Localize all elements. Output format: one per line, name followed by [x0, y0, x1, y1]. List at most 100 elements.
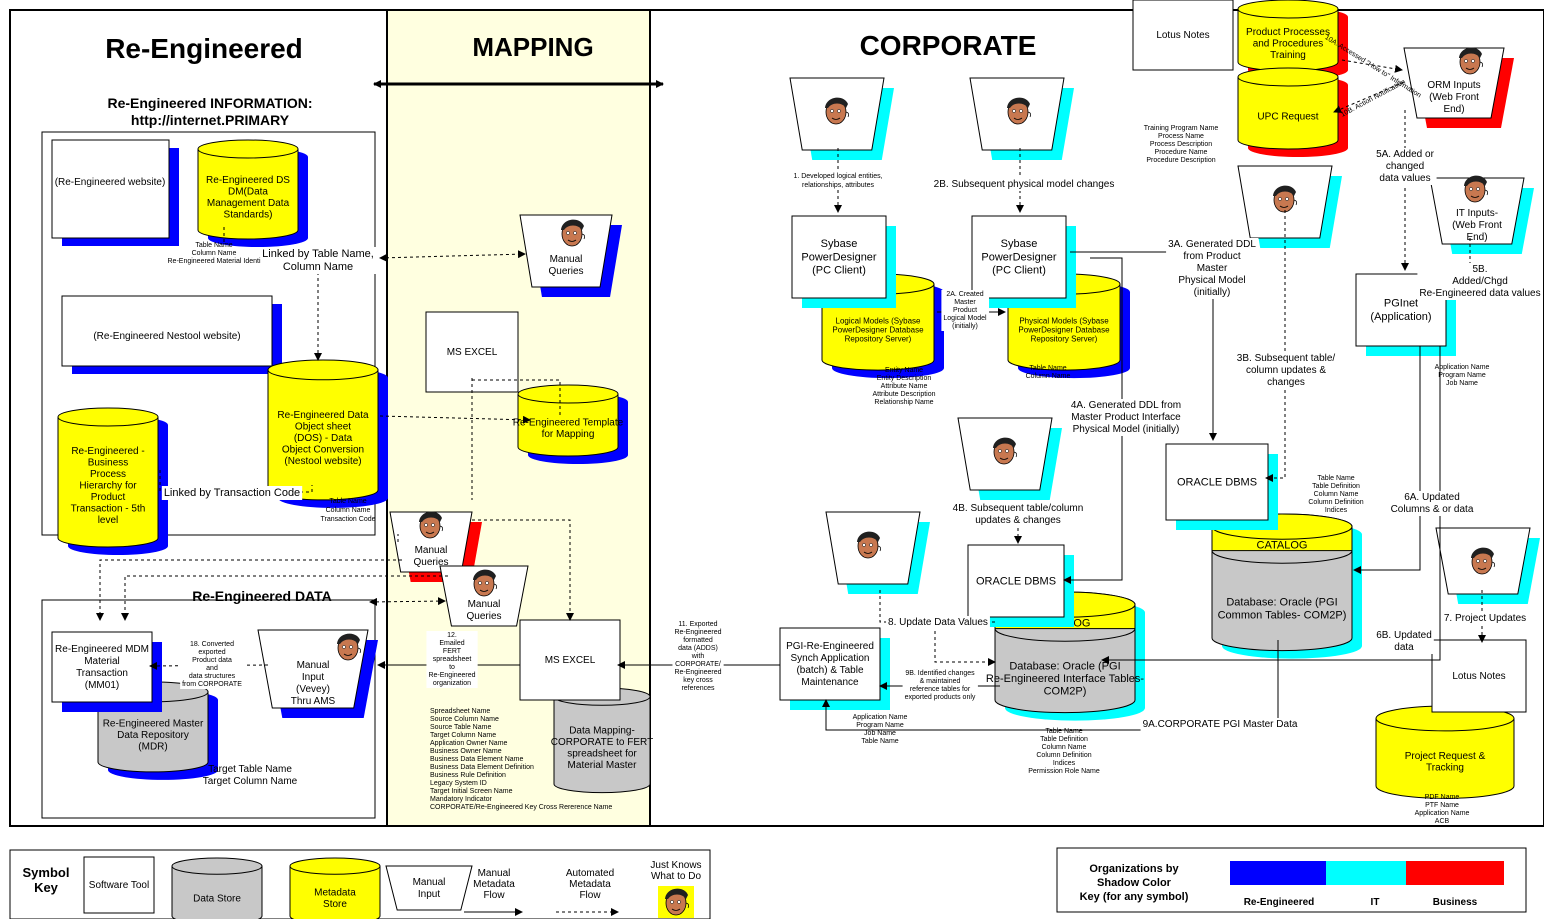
legend-org-swatch-0	[1230, 861, 1328, 885]
step2b-label: 2B. Subsequent physical model changes	[934, 179, 1115, 190]
flow-step6a	[1353, 346, 1421, 574]
step7-label: 7. Project Updates	[1444, 613, 1526, 624]
manual-input-step8[interactable]	[825, 511, 930, 594]
ms-excel-corporate-box-label: MS EXCEL	[545, 655, 596, 666]
lotus-notes-right-box[interactable]: Lotus Notes	[1431, 639, 1527, 713]
oracle-dbms-2-box[interactable]: ORACLE DBMS	[967, 544, 1074, 627]
manual-input-step3b[interactable]	[1237, 165, 1342, 248]
legend-org-swatch-2	[1406, 861, 1504, 885]
oracle-com2p-store-catalog: CATALOG	[1257, 540, 1308, 552]
website-box[interactable]	[51, 139, 170, 239]
step1-label: 1. Developed logical entities,relationsh…	[793, 173, 882, 189]
step4a-label-bg	[1068, 399, 1184, 436]
manual-input-step2b[interactable]	[969, 77, 1074, 160]
flow-step6b	[1101, 346, 1441, 664]
flow-step10a	[1341, 59, 1403, 73]
step1-label-bg	[791, 172, 885, 190]
legend-data-store[interactable]: Data Store	[171, 857, 263, 919]
step3a-label-bg	[1166, 238, 1259, 299]
lotus-notes-top-box[interactable]: Lotus Notes	[1132, 0, 1234, 71]
flow-queries-to-mdm	[96, 559, 402, 621]
oracle-dbms-1-box[interactable]: ORACLE DBMS	[1165, 443, 1278, 530]
panel-title-corporate: CORPORATE	[860, 30, 1037, 61]
ms-excel-corporate-box[interactable]: MS EXCEL	[519, 619, 621, 701]
flow-step8-arrow	[934, 625, 996, 666]
linked-transaction-label-bg	[161, 486, 303, 500]
legend-software-tool[interactable]: Software Tool	[83, 856, 155, 914]
step5b-label-bg	[1417, 263, 1543, 300]
project-request-store[interactable]: Project Request &Tracking	[1375, 705, 1515, 799]
lotus-notes-right-box-label: Lotus Notes	[1452, 671, 1505, 682]
legend-org-label-0: Re-Engineered	[1244, 897, 1315, 908]
manual-input-step4b[interactable]	[957, 417, 1062, 500]
ms-excel-mapping-box-label: MS EXCEL	[447, 347, 498, 358]
step7-label-bg	[1441, 612, 1529, 625]
nestool-website-box[interactable]	[61, 295, 273, 367]
oracle-dbms-2-box-label: ORACLE DBMS	[976, 575, 1056, 587]
step8-label-bg	[886, 616, 990, 629]
flow-vevey-to-mdm	[149, 661, 269, 670]
flow-step10b	[1333, 81, 1405, 113]
step9b-label-bg	[902, 669, 978, 702]
step8-label: 8. Update Data Values	[888, 617, 988, 628]
upc-request-store[interactable]: UPC Request	[1237, 67, 1348, 157]
oracle-dbms-1-box-label: ORACLE DBMS	[1177, 476, 1257, 488]
outer-frame	[9, 9, 1544, 827]
data-frame	[41, 599, 376, 819]
manual-input-step1[interactable]	[789, 77, 894, 160]
org-key-frame	[1056, 847, 1527, 913]
info-url: http://internet.PRIMARY	[131, 112, 290, 128]
step9a-label: 9A.CORPORATE PGI Master Data	[1143, 719, 1298, 730]
info-header: Re-Engineered INFORMATION:	[107, 95, 312, 111]
linked-table-label-bg	[260, 247, 376, 274]
linked-transaction-label: Linked by Transaction Code	[164, 487, 300, 499]
manual-input-step7[interactable]	[1435, 527, 1540, 604]
step6a-label-bg	[1388, 491, 1476, 516]
nestool-label: (Re-Engineered Nestool website)	[93, 331, 240, 342]
